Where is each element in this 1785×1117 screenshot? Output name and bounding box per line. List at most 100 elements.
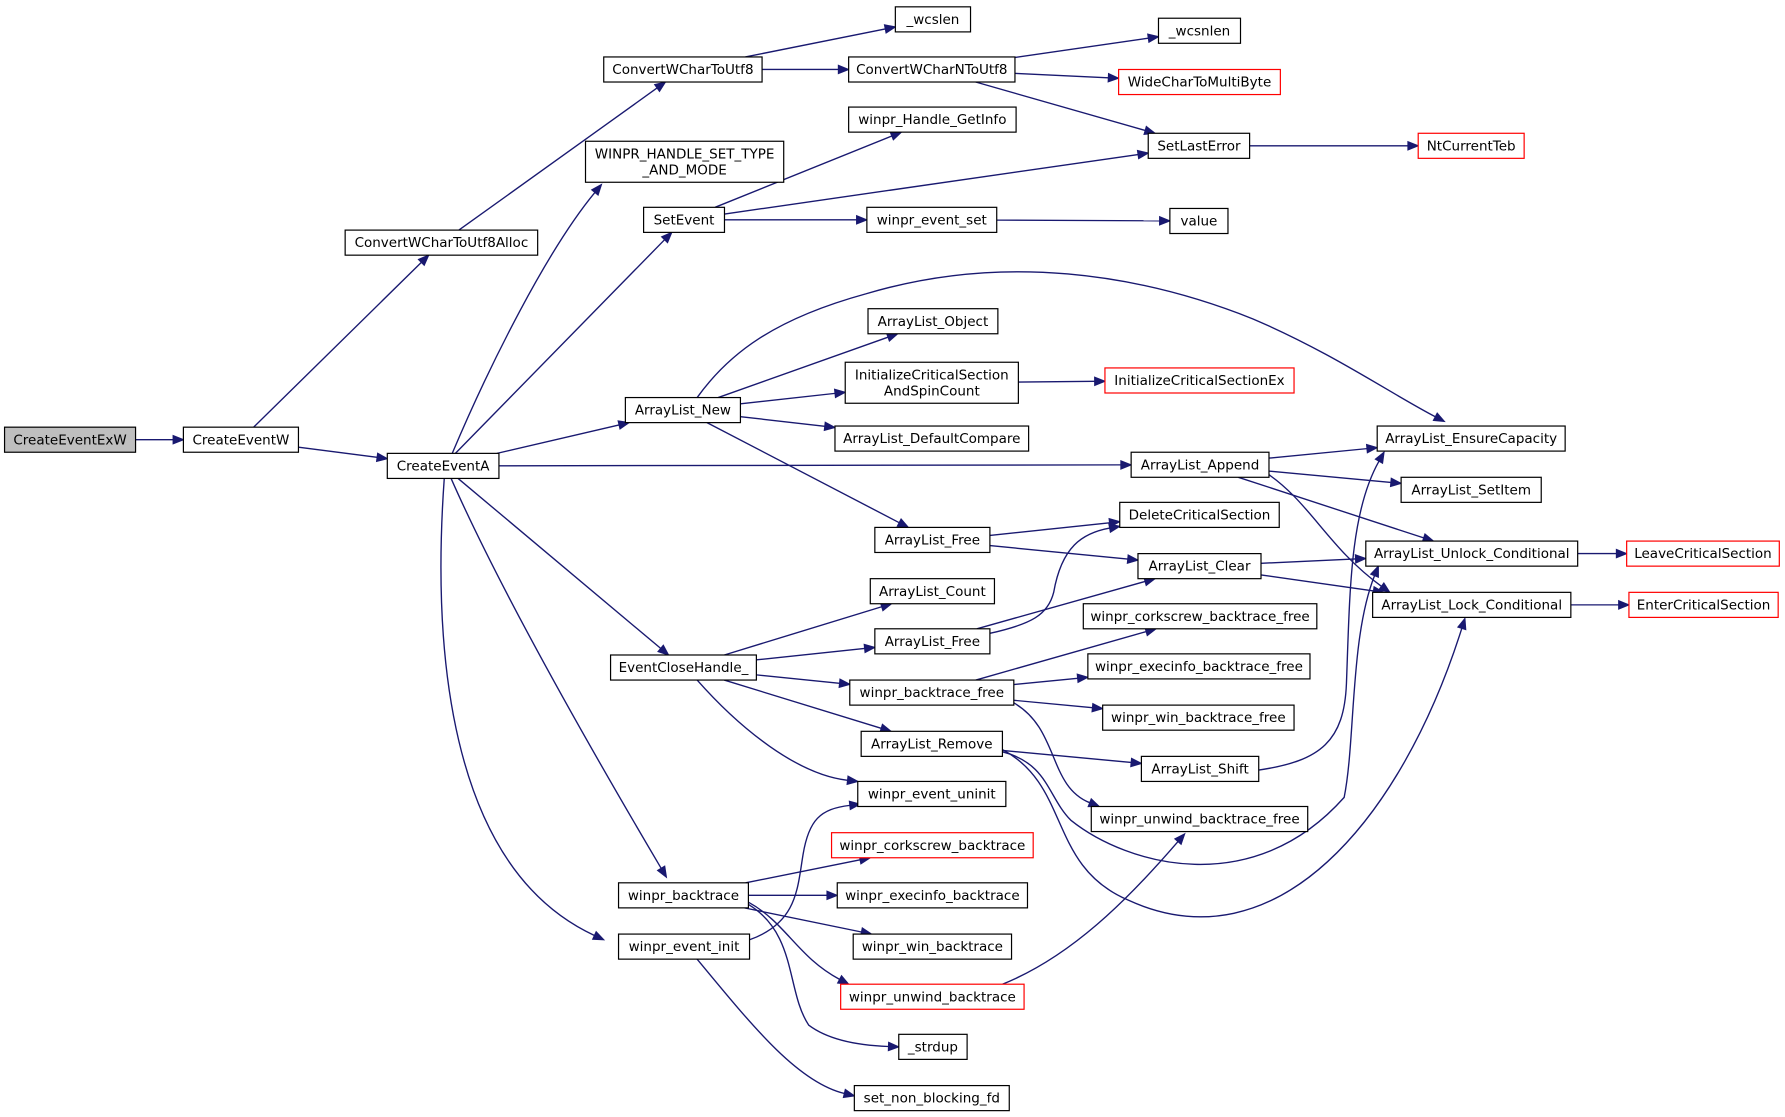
function-node-winpr-unwind-backtrace[interactable]: winpr_unwind_backtrace (840, 983, 1025, 1010)
function-node-arraylist-append[interactable]: ArrayList_Append (1130, 451, 1270, 478)
function-node-winpr-handle-getinfo[interactable]: winpr_Handle_GetInfo (848, 106, 1017, 133)
node-label: ArrayList_DefaultCompare (843, 431, 1020, 447)
function-node-value[interactable]: value (1169, 207, 1229, 235)
function-node-eventclosehandle-[interactable]: EventCloseHandle_ (609, 654, 757, 681)
node-box (1157, 17, 1242, 44)
function-node-setevent[interactable]: SetEvent (643, 206, 726, 233)
function-node-arraylist-clear[interactable]: ArrayList_Clear (1137, 553, 1262, 580)
function-node-winpr-backtrace-free[interactable]: winpr_backtrace_free (849, 679, 1015, 706)
function-node-winpr-backtrace[interactable]: winpr_backtrace (617, 882, 750, 909)
function-node-winpr-win-backtrace-free[interactable]: winpr_win_backtrace_free (1102, 704, 1295, 731)
edge-line (706, 422, 900, 524)
function-node-arraylist-count[interactable]: ArrayList_Count (869, 578, 996, 605)
arrowhead (1094, 376, 1107, 387)
arrowhead (826, 890, 839, 901)
function-node-createeventw[interactable]: CreateEventW (182, 426, 300, 453)
node-box (898, 1033, 968, 1060)
function-node-winpr-event-uninit[interactable]: winpr_event_uninit (857, 780, 1007, 808)
arrowhead (1365, 443, 1379, 454)
function-node-entercriticalsection[interactable]: EnterCriticalSection (1628, 591, 1779, 619)
node-box (1140, 755, 1260, 783)
edge-line (454, 239, 666, 454)
function-node-arraylist-defaultcompare[interactable]: ArrayList_DefaultCompare (834, 425, 1030, 452)
function-node--strdup[interactable]: _strdup (898, 1033, 968, 1060)
function-node-arraylist-shift[interactable]: ArrayList_Shift (1140, 755, 1260, 783)
function-node-winpr-unwind-backtrace-free[interactable]: winpr_unwind_backtrace_free (1090, 805, 1309, 833)
edge-line (1260, 574, 1374, 592)
function-node-initializecriticalsectionex[interactable]: InitializeCriticalSectionEx (1104, 367, 1295, 394)
call-edge (454, 231, 673, 454)
function-node-arraylist-object[interactable]: ArrayList_Object (867, 308, 999, 335)
call-edge (740, 388, 847, 405)
function-node-arraylist-ensurecapacity[interactable]: ArrayList_EnsureCapacity (1376, 425, 1566, 452)
arrowhead (1130, 757, 1143, 768)
function-node-convertwchartoutf8[interactable]: ConvertWCharToUtf8 (603, 56, 763, 83)
arrowhead (1456, 617, 1467, 631)
function-node--wcslen[interactable]: _wcslen (894, 6, 972, 33)
function-node-winpr-execinfo-backtrace[interactable]: winpr_execinfo_backtrace (836, 882, 1029, 909)
function-node-arraylist-setitem[interactable]: ArrayList_SetItem (1400, 476, 1542, 503)
call-edge (440, 478, 606, 941)
edge-line (749, 804, 850, 941)
node-label: CreateEventA (397, 458, 491, 474)
arrowhead (856, 214, 869, 225)
function-node-leavecriticalsection[interactable]: LeaveCriticalSection (1626, 540, 1780, 567)
function-node-arraylist-new[interactable]: ArrayList_New (624, 396, 742, 424)
arrowhead (885, 332, 900, 343)
function-node-winpr-handle-set-type-and-mode[interactable]: WINPR_HANDLE_SET_TYPE_AND_MODE (584, 140, 785, 183)
function-node-widechartomultibyte[interactable]: WideCharToMultiByte (1118, 68, 1281, 96)
node-label: ArrayList_New (635, 403, 731, 419)
node-box (3, 426, 137, 453)
function-node-ntcurrentteb[interactable]: NtCurrentTeb (1417, 132, 1525, 159)
arrowhead (887, 1041, 901, 1052)
function-node-arraylist-remove[interactable]: ArrayList_Remove (860, 730, 1004, 757)
arrowhead (889, 131, 903, 141)
function-node-setlasterror[interactable]: SetLastError (1147, 132, 1251, 159)
edge-line (756, 674, 840, 684)
node-box (1102, 704, 1295, 731)
call-edge (496, 420, 631, 455)
function-node-convertwchartoutf8alloc[interactable]: ConvertWCharToUtf8Alloc (344, 229, 539, 256)
function-node--wcsnlen[interactable]: _wcsnlen (1157, 17, 1242, 44)
function-node-convertwcharntoutf8[interactable]: ConvertWCharNToUtf8 (848, 56, 1016, 83)
arrowhead (837, 64, 851, 75)
edge-line (457, 477, 662, 649)
function-node-arraylist-free-2[interactable]: ArrayList_Free (874, 628, 991, 655)
function-node-arraylist-free-1[interactable]: ArrayList_Free (874, 526, 991, 554)
function-node-set-non-blocking-fd[interactable]: set_non_blocking_fd (853, 1084, 1010, 1112)
node-box (830, 832, 1034, 859)
function-node-winpr-win-backtrace[interactable]: winpr_win_backtrace (852, 933, 1013, 960)
node-box (617, 933, 751, 960)
node-box (860, 730, 1004, 757)
call-edge (1577, 548, 1629, 559)
call-edge (748, 901, 850, 985)
arrowhead (863, 643, 877, 654)
node-box (386, 452, 500, 480)
function-node-createeventa[interactable]: CreateEventA (386, 452, 500, 480)
node-box (603, 56, 763, 83)
function-node-deletecriticalsection[interactable]: DeleteCriticalSection (1119, 501, 1280, 529)
node-label: winpr_Handle_GetInfo (858, 112, 1006, 128)
call-edge (1258, 450, 1385, 771)
node-box (1137, 553, 1262, 580)
function-node-winpr-event-init[interactable]: winpr_event_init (617, 933, 751, 960)
node-box (609, 654, 757, 681)
node-box (1119, 501, 1280, 529)
node-label: ConvertWCharToUtf8Alloc (355, 235, 529, 251)
call-edge (1002, 617, 1467, 918)
call-edge (135, 434, 185, 445)
call-edge (1260, 554, 1368, 564)
node-label: DeleteCriticalSection (1129, 507, 1271, 523)
node-label: InitializeCriticalSection (855, 367, 1009, 383)
call-edge (1013, 699, 1105, 713)
arrowhead (1354, 554, 1368, 564)
function-node-winpr-event-set[interactable]: winpr_event_set (866, 206, 998, 233)
function-node-winpr-corkscrew-backtrace-free[interactable]: winpr_corkscrew_backtrace_free (1082, 603, 1318, 630)
function-node-arraylist-lock-conditional[interactable]: ArrayList_Lock_Conditional (1372, 591, 1572, 619)
function-node-winpr-corkscrew-backtrace[interactable]: winpr_corkscrew_backtrace (830, 832, 1034, 859)
function-node-winpr-execinfo-backtrace-free[interactable]: winpr_execinfo_backtrace_free (1087, 653, 1311, 680)
arrowhead (660, 231, 673, 244)
arrowhead (1615, 548, 1629, 559)
function-node-arraylist-unlock-conditional[interactable]: ArrayList_Unlock_Conditional (1365, 540, 1579, 567)
